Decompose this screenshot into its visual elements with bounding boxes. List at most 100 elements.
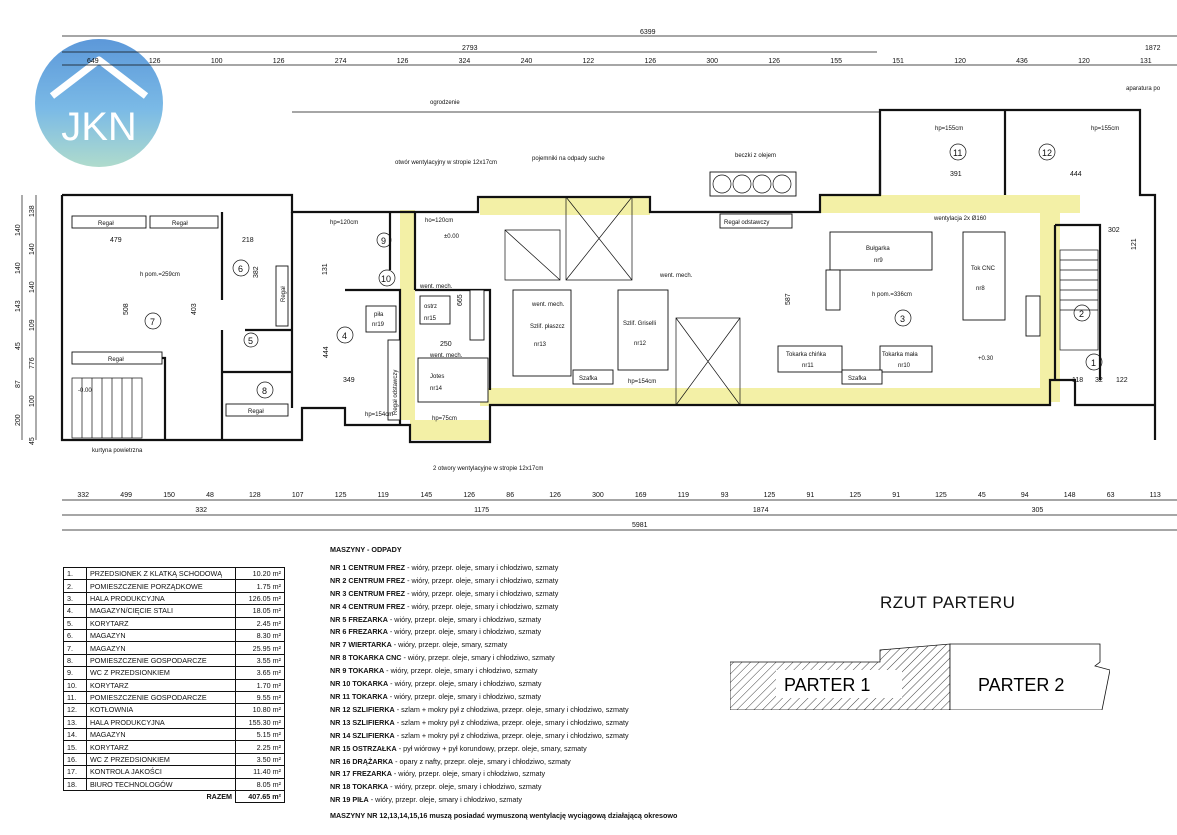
room-dim: 250 (440, 341, 452, 348)
room3-height: h pom.=336cm (872, 292, 912, 298)
machine-ostrz-nr: nr15 (424, 316, 437, 322)
room-dim: 118 (1072, 377, 1083, 384)
machine-tokarka-chinka: Tokarka chińka (786, 352, 827, 358)
air-curtain-label: kurtyna powietrzna (92, 448, 143, 454)
went-label: went. mech. (429, 353, 463, 359)
level-label: +0.30 (978, 356, 994, 362)
svg-text:6: 6 (238, 264, 243, 274)
room-area-cell: 2.25 m² (235, 740, 285, 754)
dimension-value: 1874 (753, 507, 769, 514)
dimension-value: 87 (15, 380, 22, 388)
fence-label: ogrodzenie (430, 100, 460, 106)
highlight-wall (820, 195, 1080, 213)
machine-item: NR 10 TOKARKA - wióry, przepr. oleje, sm… (330, 678, 677, 691)
hp-label: hp=155cm (935, 126, 963, 132)
machine-name: NR 4 CENTRUM FREZ (330, 601, 406, 611)
machine-ostrz: ostrz (424, 304, 437, 310)
dim-overall-right: 1872 (1145, 45, 1161, 52)
dimension-value: 332 (195, 507, 207, 514)
dimension-value: 776 (29, 357, 36, 369)
dimension-value: 148 (1064, 492, 1076, 499)
logo-text: JKN (61, 105, 137, 149)
machine-name: NR 15 OSTRZAŁKA (330, 743, 397, 753)
machine-item: NR 17 FREZARKA - wióry, przepr. oleje, s… (330, 768, 677, 781)
szafka-label: Szafka (848, 376, 867, 382)
room-n-cell: 4. (63, 604, 87, 618)
machine-szlif-griselli: Szlif. Griselli (623, 321, 656, 327)
room-name-cell: PRZEDSIONEK Z KLATKĄ SCHODOWĄ (86, 566, 236, 581)
machine-item: NR 12 SZLIFIERKA - szlam + mokry pył z c… (330, 704, 677, 717)
dimension-value: 145 (421, 492, 433, 499)
dimension-value: 125 (849, 492, 861, 499)
machine-desc: - wióry, przepr. oleje, smary i chłodziw… (368, 795, 522, 805)
dimension-value: 126 (549, 492, 561, 499)
machine-desc: - szlam + mokry pył z chłodziwa, przepr.… (394, 717, 629, 727)
machine-pila-nr: nr19 (372, 322, 385, 328)
svg-text:10: 10 (381, 274, 391, 284)
dimension-value: 86 (506, 492, 514, 499)
dimension-value: 499 (120, 492, 132, 499)
dimension-value: 1175 (474, 507, 489, 514)
machine-desc: - wióry, przepr. oleje, smary i chłodziw… (384, 666, 538, 676)
room-dim: 131 (322, 263, 329, 275)
machine-name: NR 12 SZLIFIERKA (330, 704, 395, 714)
machine-name: NR 9 TOKARKA (330, 666, 385, 676)
machine-item: NR 11 TOKARKA - wióry, przepr. oleje, sm… (330, 691, 677, 704)
room-n-cell: 8. (63, 653, 87, 668)
room-n-cell: 18. (63, 777, 87, 792)
hp-label: ho=120cm (425, 218, 453, 224)
room-name-cell: WC Z PRZEDSIONKIEM (86, 666, 236, 680)
highlight-wall (400, 210, 415, 420)
machine-desc: - wióry, przepr. oleje, smary i chłodziw… (405, 575, 559, 585)
room-n-cell: 15. (63, 740, 87, 754)
dimension-value: 140 (15, 224, 22, 236)
dimension-value: 150 (163, 492, 175, 499)
machine-pila: piła (374, 312, 384, 318)
dimension-value: 332 (77, 492, 89, 499)
room-n-cell: 17. (63, 765, 87, 779)
machine-jotes-nr: nr14 (430, 386, 443, 392)
room7-height: h pom.=259cm (140, 272, 180, 278)
room-name-cell: KORYTARZ (86, 678, 236, 692)
room-area-cell: 25.95 m² (235, 641, 285, 655)
room-area-cell: 18.05 m² (235, 604, 285, 618)
level-label: -0.00 (78, 388, 92, 394)
dimension-value: 169 (635, 492, 647, 499)
dim-bottom-overall: 5981 (632, 522, 648, 529)
dim-overall: 6399 (640, 29, 656, 36)
dimension-value: 649 (87, 58, 99, 65)
machine-desc: - wióry, przepr. oleje, smary i chłodziw… (391, 769, 546, 779)
room-dim: 403 (191, 303, 198, 315)
dimension-value: 240 (521, 58, 533, 65)
vent-ceiling-bottom-label: 2 otwory wentylacyjne w stropie 12x17cm (433, 466, 543, 472)
machine-jotes: Jotes (430, 374, 444, 380)
room-name-cell: MAGAZYN/CIĘCIE STALI (86, 604, 236, 618)
dim-left-span: 2793 (462, 45, 478, 52)
dimension-value: 200 (15, 414, 22, 426)
total-label: RAZEM (206, 792, 232, 802)
dimension-value: 140 (29, 281, 36, 293)
machine-name: NR 8 TOKARKA CNC (330, 653, 402, 663)
room-dim: 444 (323, 346, 330, 358)
machine-name: NR 7 WIERTARKA (330, 640, 392, 650)
machine-item: NR 15 OSTRZAŁKA - pył wiórowy + pył koru… (330, 743, 677, 756)
machine-bulgarka-nr: nr9 (874, 258, 883, 264)
room-area-cell: 3.65 m² (235, 666, 285, 680)
machine-desc: - wióry, przepr. oleje, smary i chłodziw… (388, 782, 542, 792)
room-name-cell: POMIESZCZENIE GOSPODARCZE (86, 690, 236, 705)
room-n-cell: 10. (63, 678, 87, 692)
dimension-value: 45 (15, 342, 22, 350)
room-area-cell: 10.20 m² (235, 566, 285, 581)
dimension-value: 126 (149, 58, 161, 65)
